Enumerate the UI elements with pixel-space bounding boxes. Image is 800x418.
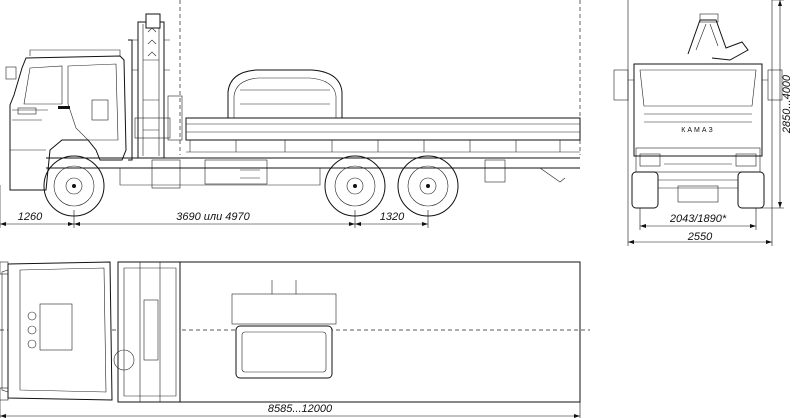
height-label: 2850...4000 [781, 74, 793, 134]
wheelbase-label: 3690 или 4970 [176, 211, 250, 223]
brand-marking: КАМАЗ [681, 127, 714, 134]
cargo-bed-top [179, 261, 581, 403]
bogie-spacing-label: 1320 [380, 211, 405, 223]
rear-wheel-1 [324, 155, 386, 217]
front-wheel [43, 155, 105, 217]
crane-top [113, 261, 181, 403]
overall-length-label: 8585...12000 [268, 403, 333, 415]
top-view: 8585...12000 [0, 261, 590, 418]
cab-side [5, 49, 127, 191]
side-view: 1260 3690 или 4970 1320 [0, 0, 581, 228]
cab-top [0, 261, 113, 401]
frame [46, 157, 580, 189]
front-dimensions [627, 0, 784, 246]
side-dimensions [0, 185, 429, 228]
track-width-label: 2043/1890* [669, 213, 727, 225]
overall-width-label: 2550 [687, 231, 713, 243]
cargo-body-side [185, 69, 581, 153]
front-view-wheels [631, 171, 765, 209]
front-overhang-label: 1260 [18, 211, 43, 223]
top-dimensions [0, 400, 581, 418]
crane-arm-front [687, 13, 749, 61]
crane-column [128, 13, 183, 161]
rear-wheel-2 [397, 155, 459, 217]
front-view: КАМАЗ 2043/1890* 2550 2850...4000 [613, 0, 793, 246]
cab-front [613, 63, 783, 173]
